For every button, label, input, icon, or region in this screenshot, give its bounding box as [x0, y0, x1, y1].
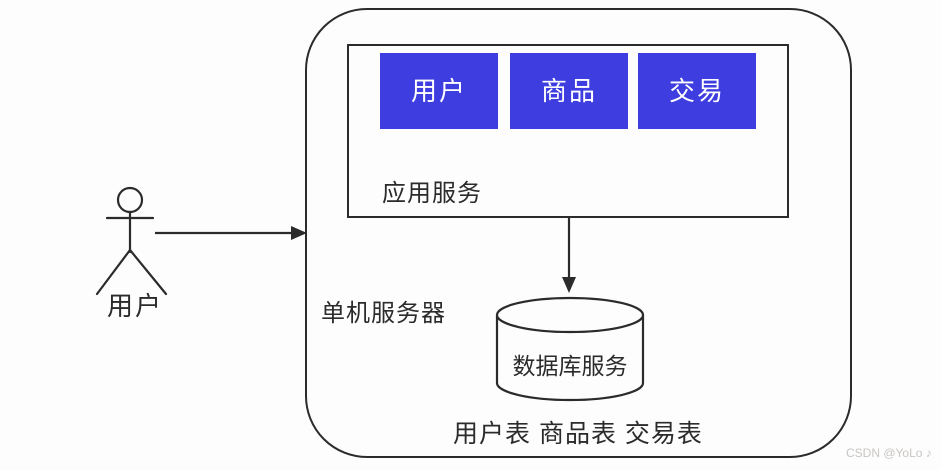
arrow-head-right	[291, 226, 307, 240]
csdn-watermark: CSDN @YoLo ♪	[846, 446, 932, 460]
cylinder-body	[495, 315, 645, 402]
single-server-label: 单机服务器	[321, 300, 446, 327]
module-box-product: 商品	[510, 53, 628, 129]
stick-figure-left-leg	[95, 248, 132, 296]
module-box-user: 用户	[380, 53, 498, 129]
stick-figure-right-leg	[128, 248, 168, 296]
app-service-label: 应用服务	[382, 180, 482, 207]
user-stick-figure-icon	[95, 186, 168, 296]
user-actor-label: 用户	[107, 291, 164, 321]
user-to-server-arrow	[155, 226, 307, 240]
database-service-label: 数据库服务	[512, 353, 628, 379]
database-cylinder-icon	[495, 296, 645, 402]
single-server-box	[305, 8, 852, 458]
cylinder-top	[495, 296, 645, 334]
module-box-trade: 交易	[638, 53, 756, 129]
app-to-database-arrow	[562, 218, 576, 293]
database-tables-label: 用户表 商品表 交易表	[453, 420, 703, 448]
stick-figure-head	[116, 186, 144, 214]
arrow-head-down	[562, 277, 576, 293]
